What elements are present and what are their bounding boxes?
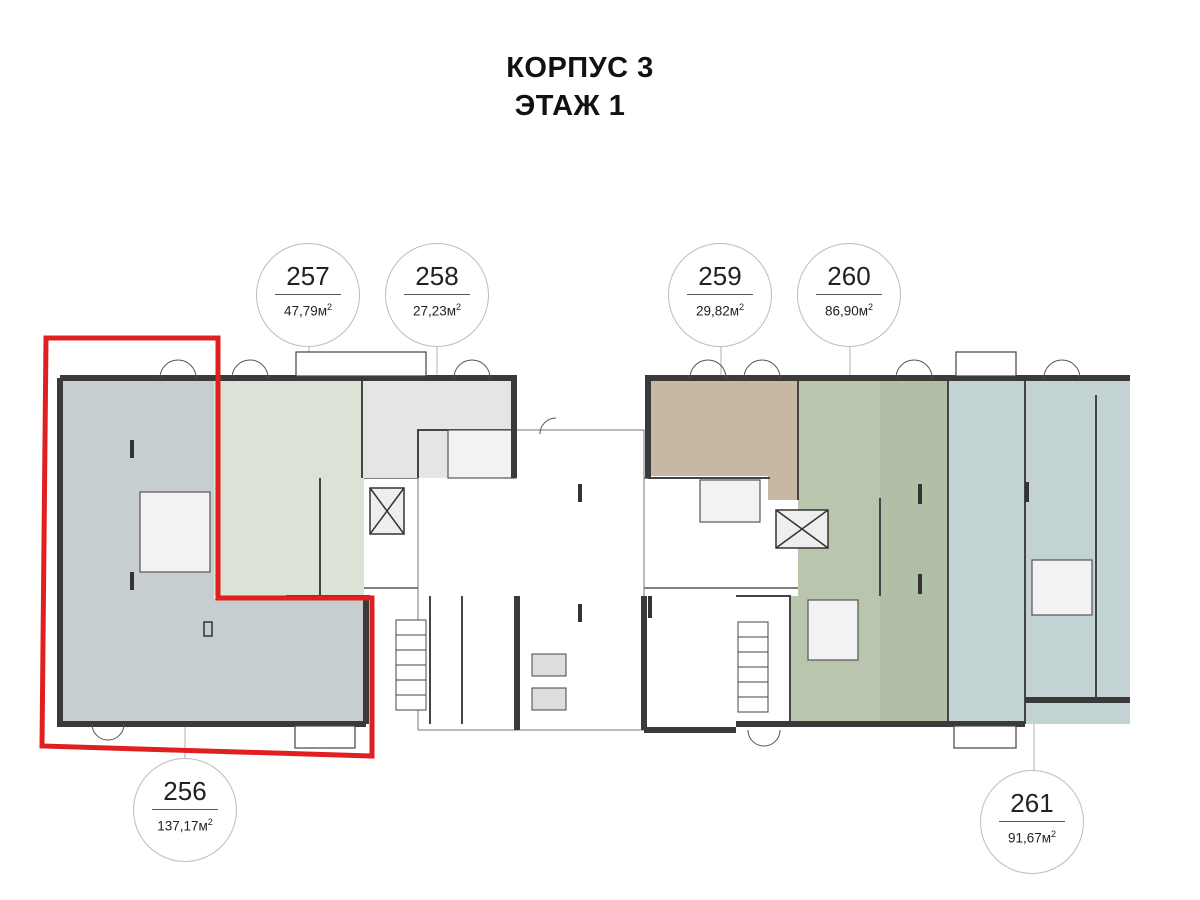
unit-number: 261	[1010, 788, 1054, 818]
bathrooms	[139, 429, 1093, 661]
stairs	[395, 619, 769, 713]
unit-callout-258[interactable]: 258 27,23м2	[385, 243, 489, 347]
unit-number: 259	[698, 261, 742, 291]
unit-area: 27,23м2	[412, 302, 462, 319]
unit-260-corridor	[880, 378, 948, 724]
columns	[130, 440, 1029, 637]
unit-number: 258	[415, 261, 459, 291]
unit-261-area	[948, 378, 1130, 724]
unit-area: 47,79м2	[283, 302, 333, 319]
unit-callout-256[interactable]: 256 137,17м2	[133, 758, 237, 862]
unit-area: 29,82м2	[695, 302, 745, 319]
lobby	[417, 429, 645, 731]
elevators	[369, 487, 829, 549]
unit-256-area	[60, 378, 366, 724]
unit-callout-259[interactable]: 259 29,82м2	[668, 243, 772, 347]
callout-divider	[275, 294, 341, 295]
windows	[294, 351, 1017, 749]
callout-divider	[152, 809, 218, 810]
floor-title: ЭТАЖ 1	[514, 90, 626, 122]
unit-callout-261[interactable]: 261 91,67м2	[980, 770, 1084, 874]
selected-unit-outline	[39, 335, 375, 759]
callout-divider	[404, 294, 470, 295]
unit-area: 91,67м2	[1007, 829, 1057, 846]
building-title: КОРПУС 3	[506, 52, 654, 84]
interior-walls	[286, 378, 1097, 724]
callout-divider	[687, 294, 753, 295]
unit-number: 260	[827, 261, 871, 291]
unit-area: 137,17м2	[157, 817, 213, 834]
unit-257-area	[214, 378, 364, 596]
unit-area: 86,90м2	[824, 302, 874, 319]
unit-callout-260[interactable]: 260 86,90м2	[797, 243, 901, 347]
callout-divider	[999, 821, 1065, 822]
unit-number: 256	[163, 776, 207, 806]
callout-divider	[816, 294, 882, 295]
unit-callout-257[interactable]: 257 47,79м2	[256, 243, 360, 347]
doors	[91, 359, 1081, 747]
unit-number: 257	[286, 261, 330, 291]
outer-walls	[57, 375, 1130, 733]
unit-259-area-ext	[768, 420, 798, 500]
